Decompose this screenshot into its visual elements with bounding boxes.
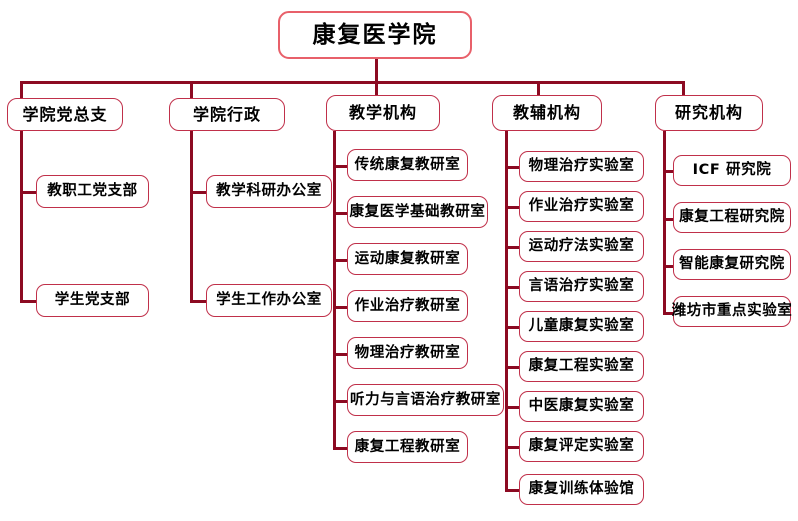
leaf-node-3-3[interactable]: 运动康复教研室 [347,243,468,275]
connector-elbow-3-5 [333,353,349,356]
connector-trunk-bar [20,81,685,84]
leaf-node-5-2[interactable]: 康复工程研究院 [673,202,791,233]
connector-root-stem [375,58,378,82]
connector-drop-branch-1 [20,81,23,99]
connector-elbow-4-6 [505,366,521,369]
branch-node-5[interactable]: 研究机构 [655,95,763,131]
branch-node-4[interactable]: 教辅机构 [492,95,602,131]
leaf-node-3-2[interactable]: 康复医学基础教研室 [347,196,488,228]
connector-elbow-3-2 [333,212,349,215]
connector-elbow-1-2 [20,300,38,303]
connector-spine-branch-5 [663,131,666,315]
leaf-node-4-5[interactable]: 儿童康复实验室 [519,311,644,342]
branch-node-3[interactable]: 教学机构 [326,95,440,131]
connector-elbow-1-1 [20,191,38,194]
leaf-node-3-5[interactable]: 物理治疗教研室 [347,337,468,369]
connector-elbow-2-1 [190,191,208,194]
leaf-node-3-1[interactable]: 传统康复教研室 [347,149,468,181]
leaf-node-4-2[interactable]: 作业治疗实验室 [519,191,644,222]
leaf-node-5-4[interactable]: 潍坊市重点实验室 [672,296,792,327]
connector-spine-branch-1 [20,131,23,303]
connector-elbow-3-7 [333,447,349,450]
leaf-node-3-6[interactable]: 听力与言语治疗教研室 [347,384,504,416]
leaf-node-3-7[interactable]: 康复工程教研室 [347,431,468,463]
connector-elbow-4-9 [505,489,521,492]
leaf-node-4-4[interactable]: 言语治疗实验室 [519,271,644,302]
connector-elbow-4-4 [505,286,521,289]
leaf-node-4-1[interactable]: 物理治疗实验室 [519,151,644,182]
leaf-node-4-6[interactable]: 康复工程实验室 [519,351,644,382]
connector-elbow-5-4 [663,312,675,315]
connector-drop-branch-2 [190,81,193,99]
connector-elbow-4-2 [505,206,521,209]
connector-elbow-5-1 [663,170,675,173]
leaf-node-4-7[interactable]: 中医康复实验室 [519,391,644,422]
connector-elbow-4-3 [505,246,521,249]
leaf-node-5-3[interactable]: 智能康复研究院 [673,249,791,280]
connector-elbow-4-1 [505,166,521,169]
connector-elbow-3-1 [333,165,349,168]
connector-spine-branch-4 [505,131,508,490]
connector-elbow-5-2 [663,218,675,221]
leaf-node-1-1[interactable]: 教职工党支部 [36,175,149,208]
leaf-node-3-4[interactable]: 作业治疗教研室 [347,290,468,322]
branch-node-2[interactable]: 学院行政 [169,98,285,131]
connector-elbow-3-3 [333,259,349,262]
connector-elbow-3-6 [333,400,349,403]
branch-node-1[interactable]: 学院党总支 [7,98,123,131]
connector-elbow-5-3 [663,265,675,268]
connector-elbow-2-2 [190,300,208,303]
leaf-node-1-2[interactable]: 学生党支部 [36,284,149,317]
connector-spine-branch-2 [190,131,193,303]
connector-elbow-3-4 [333,306,349,309]
leaf-node-4-3[interactable]: 运动疗法实验室 [519,231,644,262]
root-node[interactable]: 康复医学院 [278,11,472,59]
leaf-node-5-1[interactable]: ICF 研究院 [673,155,791,186]
connector-elbow-4-7 [505,406,521,409]
connector-elbow-4-5 [505,326,521,329]
leaf-node-4-8[interactable]: 康复评定实验室 [519,431,644,462]
connector-elbow-4-8 [505,446,521,449]
leaf-node-2-2[interactable]: 学生工作办公室 [206,284,332,317]
leaf-node-4-9[interactable]: 康复训练体验馆 [519,474,644,505]
connector-drop-branch-4 [537,81,540,99]
leaf-node-2-1[interactable]: 教学科研办公室 [206,175,332,208]
connector-drop-branch-3 [375,81,378,99]
connector-spine-branch-3 [333,131,336,448]
connector-drop-branch-5 [682,81,685,99]
